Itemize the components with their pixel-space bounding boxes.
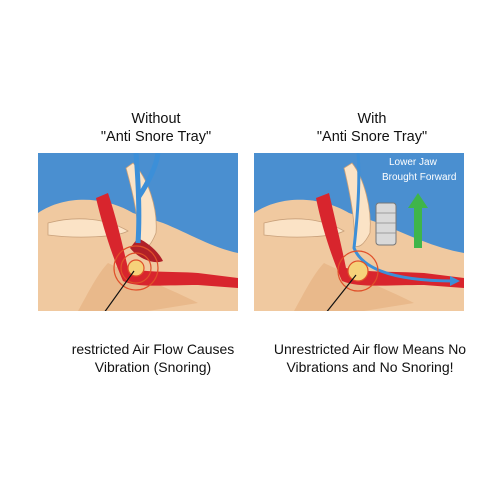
right-heading-line1: With — [357, 111, 387, 127]
right-neck — [294, 263, 414, 311]
anti-snore-tray — [375, 202, 397, 246]
left-caption-line2: Vibration (Snoring) — [94, 359, 212, 375]
right-anatomy-illustration: Lower Jaw Brought Forward — [254, 153, 464, 311]
right-airway — [316, 193, 464, 288]
left-neck — [78, 263, 198, 311]
right-vibration-ring-outer — [337, 250, 379, 292]
right-heading-line2: "Anti Snore Tray" — [316, 129, 428, 145]
left-caption: restricted Air Flow Causes Vibration (Sn… — [28, 340, 278, 376]
left-vibration-ring-inner — [127, 259, 145, 277]
right-caption-line2: Vibrations and No Snoring! — [286, 359, 454, 375]
left-heading-line2: "Anti Snore Tray" — [100, 129, 212, 145]
right-pointer-line — [326, 274, 357, 311]
right-airflow-tube — [352, 153, 455, 283]
left-caption-line1: restricted Air Flow Causes — [71, 341, 235, 357]
right-airflow-arrowhead — [450, 276, 460, 286]
annotation-line2: Brought Forward — [382, 172, 456, 183]
lower-jaw-forward-arrow — [408, 193, 428, 248]
right-vibration-ring-inner — [347, 260, 369, 282]
left-airflow-tube-2 — [135, 153, 161, 200]
left-vibration-ring-mid — [120, 252, 152, 284]
right-panel-heading: With "Anti Snore Tray" — [252, 110, 492, 146]
left-vibration-ring-outer — [113, 245, 159, 291]
left-anatomy-illustration — [38, 153, 238, 311]
left-airway — [96, 193, 238, 288]
left-panel-heading: Without "Anti Snore Tray" — [36, 110, 276, 146]
left-pointer-line — [104, 270, 135, 311]
right-caption-line1: Unrestricted Air flow Means No — [273, 341, 467, 357]
annotation-line1: Lower Jaw — [389, 157, 438, 168]
left-heading-line1: Without — [131, 111, 181, 127]
right-caption: Unrestricted Air flow Means No Vibration… — [245, 340, 495, 376]
